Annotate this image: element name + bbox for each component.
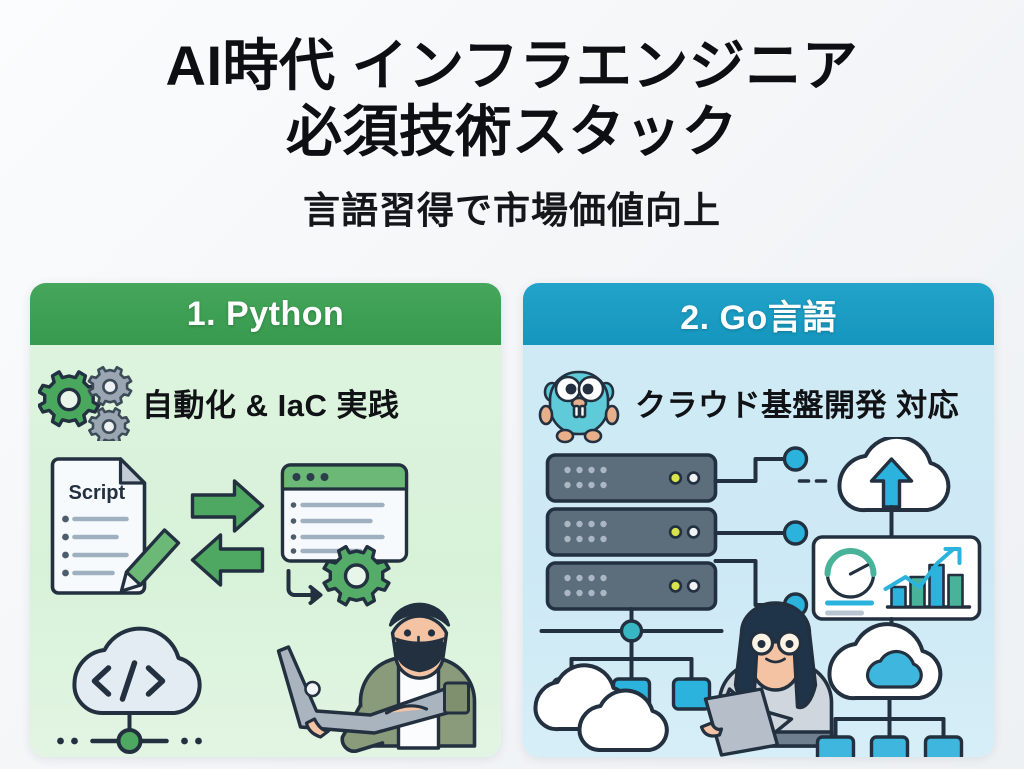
- card-python-body: 自動化 & IaC 実践 Script: [30, 345, 501, 757]
- engineer-with-laptop-illustration: [276, 602, 477, 753]
- dashboard-panel-icon: [811, 535, 982, 641]
- card-go[interactable]: 2. Go言語: [523, 283, 994, 757]
- card-python-feature-text: 自動化 & IaC 実践: [142, 387, 400, 423]
- poster-title: AI時代 インフラエンジニア 必須技術スタック: [0, 34, 1024, 164]
- card-go-heading: 2. Go言語: [523, 283, 994, 345]
- card-go-body: クラウド基盤開発 対応: [523, 345, 994, 757]
- card-python[interactable]: 1. Python: [30, 283, 501, 757]
- return-arrow-icon: [286, 569, 323, 605]
- card-go-feature: クラウド基盤開発 対応: [523, 359, 994, 445]
- pencil-icon: [119, 528, 181, 593]
- script-document-icon: Script: [50, 457, 147, 595]
- network-nodes-icon: [713, 446, 809, 618]
- code-cloud-icon: [72, 626, 202, 716]
- arrow-left-icon: [190, 533, 265, 587]
- poster-header: AI時代 インフラエンジニア 必須技術スタック 言語習得で市場価値向上: [0, 34, 1024, 234]
- gauge-icon: [824, 548, 877, 599]
- card-container: 1. Python: [30, 283, 994, 757]
- cloud-upload-icon: [793, 437, 951, 539]
- go-gopher-icon: [523, 360, 635, 444]
- cloud-pair-icon: [533, 663, 669, 753]
- card-go-feature-text: クラウド基盤開発 対応: [635, 387, 960, 423]
- arrow-right-icon: [190, 479, 265, 533]
- card-python-feature: 自動化 & IaC 実践: [30, 359, 501, 445]
- cloud-network-icon: [815, 622, 964, 757]
- card-python-scene: Script: [30, 437, 501, 757]
- bar-chart-icon: [883, 547, 972, 609]
- svg-text:Script: Script: [69, 482, 126, 504]
- network-node-icon: [57, 711, 202, 754]
- gear-icon: [322, 544, 391, 607]
- poster-title-line1: AI時代 インフラエンジニア: [165, 34, 859, 97]
- engineer-with-tablet-illustration: [699, 601, 834, 757]
- card-go-scene: [523, 437, 994, 757]
- gears-icon: [30, 363, 142, 441]
- server-rack-icon: [545, 453, 718, 611]
- card-python-heading: 1. Python: [30, 283, 501, 345]
- poster-title-line2: 必須技術スタック: [286, 99, 738, 163]
- poster-subtitle: 言語習得で市場価値向上: [303, 189, 721, 231]
